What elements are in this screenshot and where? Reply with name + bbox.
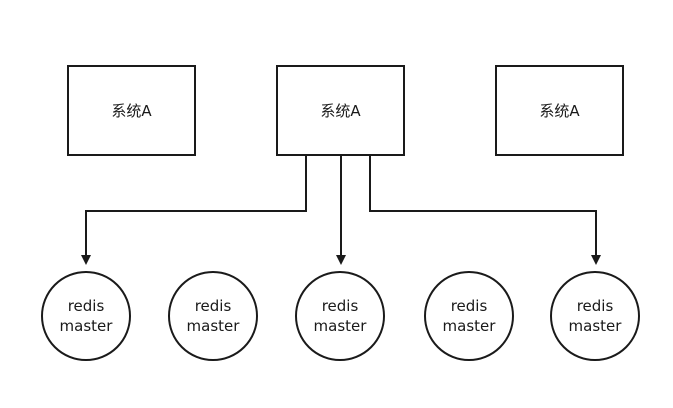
system-box-right: 系统A <box>495 65 624 156</box>
system-box-label: 系统A <box>539 102 580 120</box>
redis-master-node-5: redis master <box>550 271 640 361</box>
node-label-line1: redis <box>67 297 105 315</box>
node-label-line1: redis <box>194 297 232 315</box>
node-label-line2: master <box>568 317 622 335</box>
node-label-line2: master <box>313 317 367 335</box>
redis-master-node-3: redis master <box>295 271 385 361</box>
node-label-line1: redis <box>450 297 488 315</box>
system-box-label: 系统A <box>320 102 361 120</box>
redis-master-node-2: redis master <box>168 271 258 361</box>
node-label-line2: master <box>442 317 496 335</box>
node-label-line1: redis <box>576 297 614 315</box>
node-label-line1: redis <box>321 297 359 315</box>
system-box-label: 系统A <box>111 102 152 120</box>
redis-master-node-4: redis master <box>424 271 514 361</box>
connector-to-node-5 <box>369 156 601 265</box>
redis-master-node-1: redis master <box>41 271 131 361</box>
node-label-line2: master <box>186 317 240 335</box>
connector-to-node-1 <box>81 156 307 265</box>
node-label-line2: master <box>59 317 113 335</box>
system-box-center: 系统A <box>276 65 405 156</box>
system-box-left: 系统A <box>67 65 196 156</box>
